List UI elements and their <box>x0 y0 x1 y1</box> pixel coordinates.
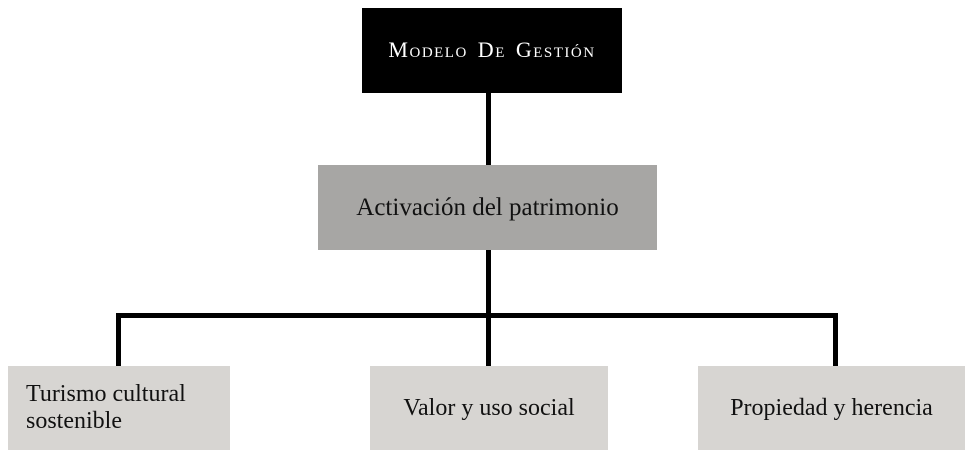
node-propiedad-y-herencia: Propiedad y herencia <box>698 366 965 450</box>
connector-level1-to-children <box>486 250 491 366</box>
connector-root-to-level1 <box>486 93 491 165</box>
node-label: Valor y uso social <box>403 394 575 421</box>
node-valor-y-uso-social: Valor y uso social <box>370 366 608 450</box>
node-label: Propiedad y herencia <box>730 394 933 421</box>
node-label: Turismo cultural sostenible <box>26 381 186 434</box>
node-turismo-cultural-sostenible: Turismo cultural sostenible <box>8 366 230 450</box>
node-label: Activación del patrimonio <box>356 193 619 221</box>
connector-drop-left-child <box>116 313 121 366</box>
node-modelo-de-gestion: Modelo De Gestión <box>362 8 622 93</box>
node-activacion-del-patrimonio: Activación del patrimonio <box>318 165 657 250</box>
node-label: Modelo De Gestión <box>388 37 596 63</box>
connector-horizontal-bus <box>116 313 838 318</box>
connector-drop-right-child <box>833 313 838 366</box>
